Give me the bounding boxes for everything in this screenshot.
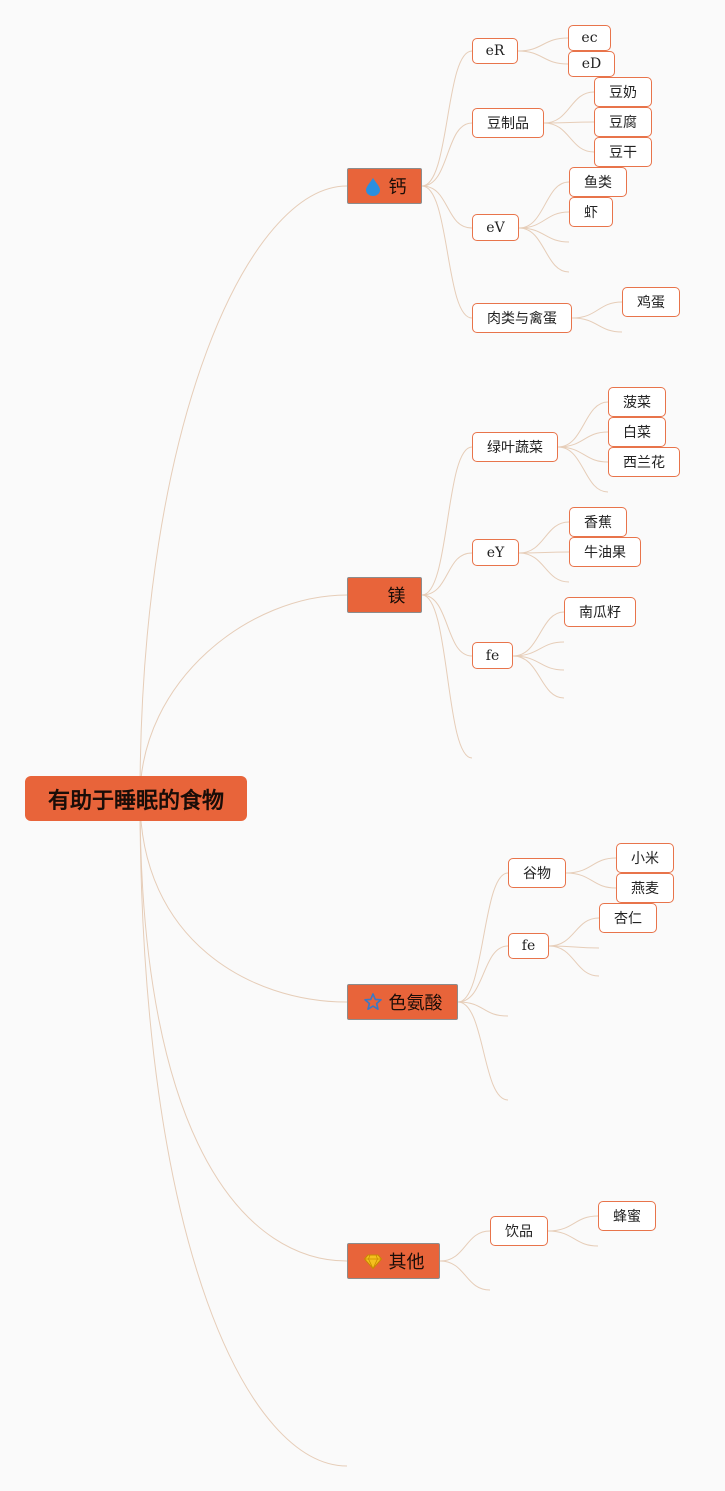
leaf-topic[interactable]: 豆干: [594, 137, 652, 167]
topic-magnesium[interactable]: 镁: [347, 577, 422, 613]
subtopic[interactable]: fe: [508, 933, 549, 959]
leaf-topic[interactable]: 西兰花: [608, 447, 680, 477]
leaf-topic[interactable]: 南瓜籽: [564, 597, 636, 627]
subtopic[interactable]: eR: [472, 38, 518, 64]
subtopic[interactable]: eV: [472, 214, 519, 241]
leaf-topic[interactable]: 鱼类: [569, 167, 627, 197]
topic-label: 钙: [388, 177, 407, 198]
leaf-topic[interactable]: 虾: [569, 197, 613, 227]
topic-tryptophan[interactable]: 色氨酸: [347, 984, 458, 1020]
leaf-topic[interactable]: 牛油果: [569, 537, 641, 567]
leaf-topic[interactable]: ec: [568, 25, 611, 51]
drop-icon: [363, 176, 383, 196]
subtopic[interactable]: 绿叶蔬菜: [472, 432, 558, 462]
subtopic[interactable]: 豆制品: [472, 108, 544, 138]
subtopic[interactable]: 肉类与禽蛋: [472, 303, 572, 333]
leaf-topic[interactable]: 燕麦: [616, 873, 674, 903]
subtopic[interactable]: fe: [472, 642, 513, 669]
leaf-topic[interactable]: 鸡蛋: [622, 287, 680, 317]
subtopic[interactable]: eY: [472, 539, 519, 566]
leaf-topic[interactable]: 豆腐: [594, 107, 652, 137]
topic-calcium[interactable]: 钙: [347, 168, 422, 204]
leaf-topic[interactable]: 香蕉: [569, 507, 627, 537]
leaf-topic[interactable]: 小米: [616, 843, 674, 873]
gem-icon: [363, 1251, 383, 1271]
star-icon: [363, 992, 383, 1012]
topic-label: 色氨酸: [388, 993, 443, 1014]
leaf-topic[interactable]: 豆奶: [594, 77, 652, 107]
root-topic[interactable]: 有助于睡眠的食物: [25, 776, 247, 821]
subtopic[interactable]: 谷物: [508, 858, 566, 888]
leaf-topic[interactable]: 白菜: [608, 417, 666, 447]
topic-label: 其他: [388, 1252, 425, 1273]
leaf-topic[interactable]: 蜂蜜: [598, 1201, 656, 1231]
leaf-topic[interactable]: eD: [568, 51, 615, 77]
topic-other[interactable]: 其他: [347, 1243, 440, 1279]
subtopic[interactable]: 饮品: [490, 1216, 548, 1246]
leaf-topic[interactable]: 菠菜: [608, 387, 666, 417]
leaf-topic[interactable]: 杏仁: [599, 903, 657, 933]
topic-label: 镁: [387, 586, 406, 607]
